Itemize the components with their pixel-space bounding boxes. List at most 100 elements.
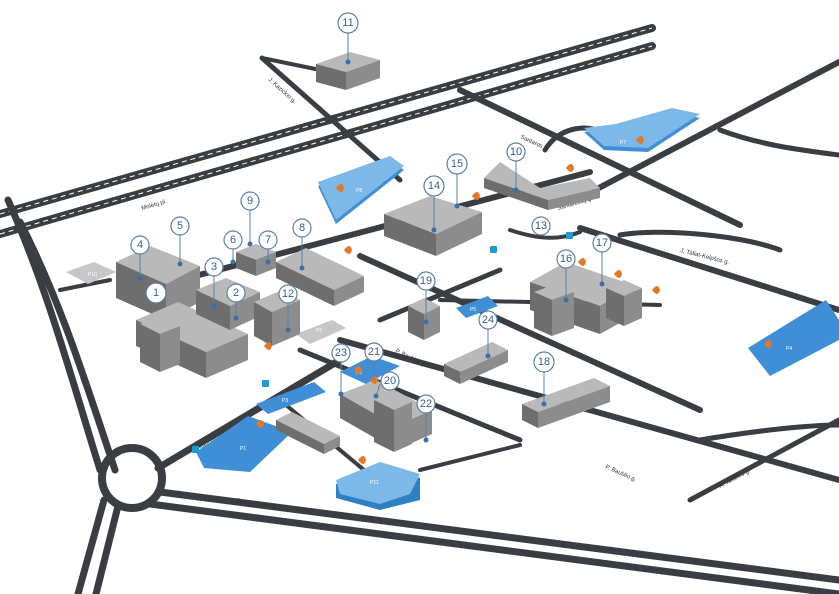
pin-15[interactable]: 15 bbox=[446, 153, 468, 209]
pin-19[interactable]: 19 bbox=[416, 271, 436, 325]
svg-text:8: 8 bbox=[299, 222, 305, 234]
pin-14[interactable]: 14 bbox=[423, 175, 445, 233]
pin-10[interactable]: 10 bbox=[506, 142, 526, 193]
road-zaliuju bbox=[156, 488, 839, 584]
parking-p-small[interactable]: P6 bbox=[296, 320, 346, 344]
accessibility-icon bbox=[354, 366, 362, 374]
pin-1[interactable]: 1 bbox=[145, 282, 167, 304]
accessibility-icon bbox=[614, 270, 622, 278]
road-lower-right bbox=[697, 422, 839, 443]
pin-21[interactable]: 21 bbox=[364, 342, 384, 380]
road-zaliuju-2 bbox=[146, 500, 839, 594]
parking-p-right[interactable]: P4 bbox=[748, 300, 839, 376]
svg-text:17: 17 bbox=[596, 237, 608, 249]
svg-text:16: 16 bbox=[560, 253, 572, 265]
svg-text:P5: P5 bbox=[470, 307, 476, 313]
parking-p-bottom2[interactable]: P11 bbox=[336, 462, 420, 510]
road-network bbox=[0, 24, 839, 594]
road-moletu-lower bbox=[0, 42, 656, 238]
parking-p-topright[interactable]: P7 bbox=[584, 108, 700, 152]
road-top-right bbox=[592, 59, 839, 193]
building-11[interactable] bbox=[316, 52, 380, 90]
street-label-zaliuju: Žaliųjų ežerų g. bbox=[236, 497, 278, 510]
road-medeinos-left bbox=[16, 218, 119, 474]
road-campus-b bbox=[418, 443, 522, 472]
svg-text:4: 4 bbox=[137, 239, 143, 251]
bus-stops bbox=[192, 232, 573, 453]
building-16-17[interactable] bbox=[530, 262, 642, 336]
accessibility-icon bbox=[578, 258, 586, 266]
building-20-22[interactable] bbox=[340, 380, 432, 452]
road-baublio-upper bbox=[377, 267, 503, 323]
svg-text:22: 22 bbox=[420, 398, 432, 410]
bus-icon bbox=[566, 232, 573, 239]
street-label-baublio-2: P. Baublio g. bbox=[604, 464, 637, 483]
pin-13[interactable]: 13 bbox=[531, 216, 551, 236]
svg-text:7: 7 bbox=[265, 234, 271, 246]
pin-24[interactable]: 24 bbox=[478, 310, 498, 359]
building-8[interactable] bbox=[276, 248, 364, 306]
accessibility-icon bbox=[566, 164, 574, 172]
pin-18[interactable]: 18 bbox=[533, 351, 555, 407]
building-19[interactable] bbox=[408, 298, 440, 340]
pin-9[interactable]: 9 bbox=[240, 191, 260, 247]
svg-text:20: 20 bbox=[384, 375, 396, 387]
building-24[interactable] bbox=[444, 342, 508, 384]
building-main-left[interactable] bbox=[136, 302, 248, 378]
pin-20[interactable]: 20 bbox=[373, 371, 400, 399]
road-roundabout-south2 bbox=[74, 496, 108, 594]
pin-5[interactable]: 5 bbox=[170, 216, 190, 267]
road-tallat-2 bbox=[617, 229, 783, 253]
bus-icon bbox=[490, 246, 497, 253]
building-lower-left[interactable] bbox=[276, 412, 340, 454]
bus-icon bbox=[192, 446, 199, 453]
pin-6[interactable]: 6 bbox=[223, 230, 243, 265]
svg-text:15: 15 bbox=[451, 158, 463, 170]
svg-text:14: 14 bbox=[428, 180, 440, 192]
pin-8[interactable]: 8 bbox=[292, 218, 312, 271]
svg-text:11: 11 bbox=[342, 17, 353, 29]
accessibility-icon bbox=[636, 136, 644, 144]
road-baublio bbox=[337, 337, 839, 483]
pin-2[interactable]: 2 bbox=[226, 283, 246, 321]
parking-p-mid[interactable]: P5 bbox=[456, 296, 498, 318]
parking-p-left[interactable]: P10 bbox=[66, 262, 116, 284]
pin-22[interactable]: 22 bbox=[416, 394, 436, 443]
road-right-curve bbox=[717, 127, 839, 158]
svg-text:9: 9 bbox=[247, 195, 253, 207]
road-santaros bbox=[457, 87, 743, 228]
svg-text:P10: P10 bbox=[88, 272, 97, 278]
pin-4[interactable]: 4 bbox=[130, 235, 150, 281]
svg-text:18: 18 bbox=[538, 356, 550, 368]
pin-16[interactable]: 16 bbox=[556, 249, 576, 303]
roundabout bbox=[98, 444, 166, 512]
parking-p-lower[interactable]: P3 bbox=[256, 382, 326, 414]
svg-text:3: 3 bbox=[211, 261, 217, 273]
road-campus-d bbox=[508, 228, 582, 240]
bus-icon bbox=[262, 380, 269, 387]
building-10[interactable] bbox=[484, 162, 600, 210]
road-roundabout-south bbox=[92, 502, 122, 594]
pin-7[interactable]: 7 bbox=[258, 230, 278, 265]
road-medeinos-right bbox=[4, 196, 104, 474]
accessibility-icon bbox=[358, 456, 366, 464]
building-18[interactable] bbox=[522, 378, 610, 428]
parking-p-top[interactable]: P8 bbox=[318, 156, 404, 224]
pin-11[interactable]: 11 bbox=[337, 12, 359, 65]
parking-p-bottom[interactable]: P1 bbox=[196, 416, 292, 472]
pin-23[interactable]: 23 bbox=[331, 343, 351, 397]
svg-text:P3: P3 bbox=[282, 398, 288, 404]
svg-text:13: 13 bbox=[535, 220, 547, 232]
pin-17[interactable]: 17 bbox=[592, 233, 612, 287]
road-center-vertical bbox=[297, 347, 523, 443]
road-campus-e bbox=[58, 278, 112, 292]
svg-text:19: 19 bbox=[420, 275, 432, 287]
pin-3[interactable]: 3 bbox=[204, 257, 224, 309]
accessibility-icon bbox=[764, 340, 772, 348]
svg-text:5: 5 bbox=[177, 220, 183, 232]
accessibility-markers bbox=[256, 136, 772, 464]
pin-12[interactable]: 12 bbox=[278, 284, 298, 333]
svg-text:12: 12 bbox=[282, 288, 294, 300]
accessibility-icon bbox=[472, 192, 480, 200]
